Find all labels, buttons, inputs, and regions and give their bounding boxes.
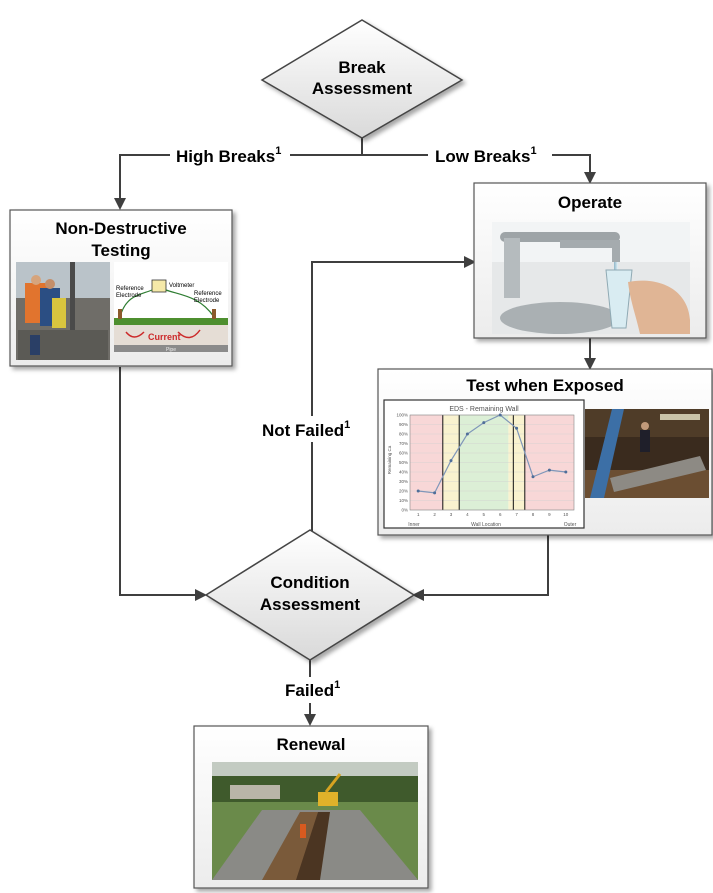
chart-plot-border [409,414,575,511]
chart-x-tick-label: 8 [532,512,535,517]
chart-y-tick-label: 90% [399,422,408,427]
chart-x-tick-label: 3 [450,512,453,517]
not-failed-label: Not Failed1 [262,419,350,440]
chart-x-tick-label: 10 [563,512,569,517]
operate-node: Operate [473,182,707,339]
test-when-exposed-title: Test when Exposed [466,376,623,395]
chart-y-tick-label: 70% [399,441,408,446]
chart-x-tick-label: 1 [417,512,420,517]
chart-y-tick-label: 60% [399,451,408,456]
chart-plot-area: 100% 90% 80% 70% 60% 50% 40% 30% 20% 10% 0% 1 2 3 4 5 6 7… [396,413,575,517]
renewal-node: Renewal [193,725,429,889]
ndt-field-photo [16,262,110,360]
chart-xlabel: Wall Location [471,522,501,528]
chart-x-end-label: Outer [564,522,577,528]
ndt-title-line1: Non-Destructive [55,219,186,238]
chart-data-point [482,421,486,425]
ndt-ref-electrode-right-2: Electrode [194,298,220,304]
faucet-photo [492,222,690,334]
chart-x-tick-label: 9 [548,512,551,517]
non-destructive-testing-node: Non-Destructive Testing Refere [9,209,233,367]
eds-chart: EDS - Remaining Wall 100%90%80%70%60%50%… [383,399,585,529]
chart-x-tick-label: 2 [433,512,436,517]
high-breaks-label: High Breaks1 [176,145,281,166]
operate-title: Operate [558,193,622,212]
renewal-title: Renewal [277,735,346,754]
chart-y-tick-label: 40% [399,470,408,475]
not-failed-connector [311,256,476,548]
test-to-condition-connector [412,535,549,601]
chart-y-tick-label: 0% [401,508,408,513]
chart-y-tick-label: 80% [399,432,408,437]
ndt-to-condition-connector [119,367,207,601]
edge-labels: High Breaks1 Low Breaks1 Not Failed1 Fai… [170,143,552,703]
chart-x-tick-label: 4 [466,512,469,517]
ndt-title-line2: Testing [91,241,150,260]
chart-ylabel: Remaining Ca [387,445,392,474]
break-assessment-node: Break Assessment [260,19,464,139]
ndt-ref-electrode-left-1: Reference [116,286,144,292]
chart-data-point [515,426,519,430]
chart-x-tick-label: 5 [483,512,486,517]
chart-data-point [416,489,420,493]
chart-data-point [531,475,535,479]
condition-assessment-node: Condition Assessment [204,529,416,661]
chart-data-point [498,413,502,417]
chart-x-tick-label: 7 [515,512,518,517]
break-assessment-label-line2: Assessment [312,79,413,98]
chart-data-point [547,468,551,472]
ndt-voltmeter-label: Voltmeter [169,283,194,289]
chart-data-point [433,491,437,495]
test-when-exposed-node: Test when Exposed EDS - Remaining Wall 1… [377,368,713,536]
ndt-ref-electrode-left-2: Electrode [116,293,142,299]
chart-y-tick-label: 20% [399,489,408,494]
chart-data-point [465,432,469,436]
chart-y-tick-label: 30% [399,479,408,484]
failed-label: Failed1 [285,679,340,700]
chart-title: EDS - Remaining Wall [449,406,519,413]
chart-data-point [449,459,453,463]
exposed-pipe-photo [585,409,709,498]
chart-y-tick-label: 50% [399,460,408,465]
chart-data-point [564,470,568,474]
ndt-schematic: Reference Electrode Voltmeter Reference … [114,262,228,353]
ndt-current-label: Current [148,332,181,342]
condition-assessment-label-line2: Assessment [260,595,361,614]
chart-y-tick-label: 10% [399,498,408,503]
chart-x-start-label: Inner [408,522,420,528]
ndt-ref-electrode-right-1: Reference [194,291,222,297]
break-assessment-label-line1: Break [338,58,386,77]
low-breaks-label: Low Breaks1 [435,145,537,166]
condition-assessment-label-line1: Condition [270,573,349,592]
ndt-pipe-label: Pipe [166,347,176,353]
chart-x-tick-label: 6 [499,512,502,517]
renewal-photo [212,762,418,880]
chart-series-line [418,414,566,494]
chart-y-tick-label: 100% [396,413,408,418]
